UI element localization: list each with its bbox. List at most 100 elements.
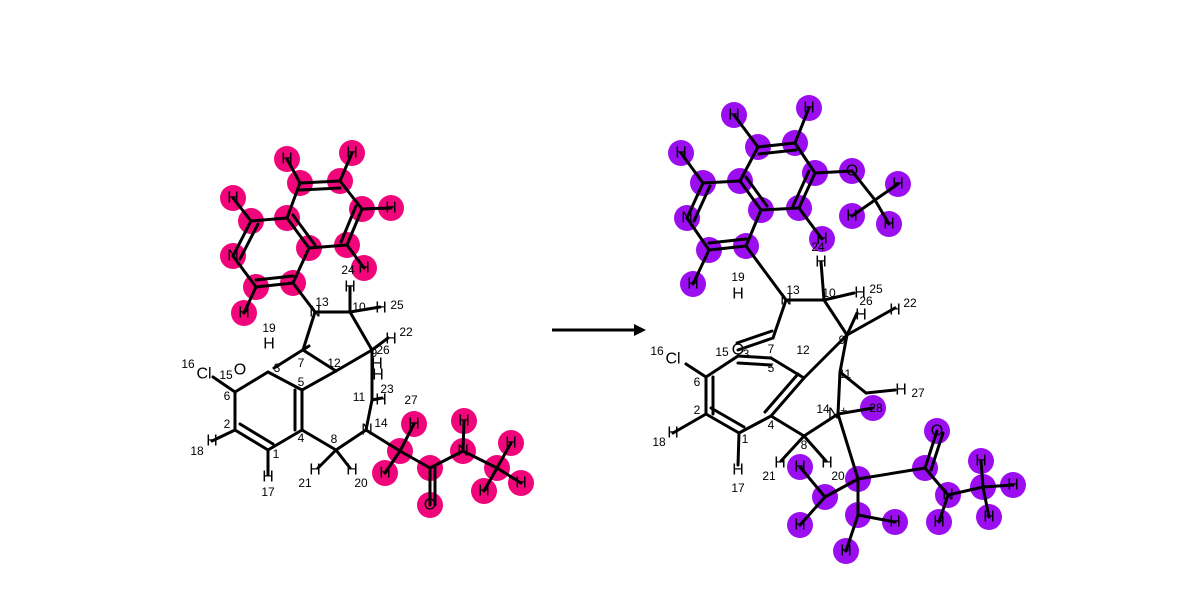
product-bond — [856, 513, 897, 524]
reactant-atom-index: 10 — [352, 300, 366, 314]
reactant-bond — [231, 196, 253, 223]
product-atom-index: 1 — [742, 432, 749, 446]
product-atom-index: 6 — [694, 375, 701, 389]
product-atom-label: N — [942, 487, 954, 504]
product-atom-label: N — [681, 210, 693, 227]
product-atom-label: H — [821, 455, 833, 472]
reactant-bond — [266, 370, 304, 392]
product-bond — [756, 141, 797, 149]
product-atom-label: H — [895, 382, 907, 399]
product-bond — [856, 466, 927, 481]
product-bond — [737, 414, 773, 435]
reactant-bond — [338, 151, 354, 183]
reactant-atom-label: O — [424, 497, 436, 514]
product-atom-label: H — [889, 302, 901, 319]
reactant-double-bond — [339, 204, 358, 244]
product-bond — [736, 336, 775, 352]
reactant-bond — [242, 285, 258, 315]
product-atom-label: Cl — [665, 351, 680, 368]
reactant-bond — [338, 179, 364, 211]
reactant-atom-index: 1 — [273, 447, 280, 461]
reactant-atom-label: H — [263, 336, 275, 353]
reactant-bond — [348, 305, 382, 314]
product-bond — [738, 179, 763, 212]
product-bond — [823, 477, 860, 499]
product-bond — [873, 198, 891, 226]
reactant-atom-index: 24 — [341, 263, 355, 277]
product-bond — [850, 198, 877, 218]
reactant-bond — [300, 369, 338, 392]
reactant-bond — [291, 246, 311, 285]
reactant-atom-index: 12 — [327, 356, 341, 370]
reactant-atom-index: 13 — [315, 295, 329, 309]
reactant-atom-index: 20 — [354, 476, 368, 490]
reactant-bond — [231, 254, 258, 289]
product-bond — [679, 151, 705, 185]
reactant-bond — [360, 206, 393, 211]
reactant-bond — [301, 310, 317, 352]
product-atom-label: H — [883, 216, 895, 233]
reactant-atom-label: H — [346, 145, 358, 162]
product-atom-index: 15 — [715, 345, 729, 359]
reactant-atom-label: H — [505, 435, 517, 452]
reactant-bond — [233, 428, 270, 452]
reactant-atom-label: H — [408, 416, 420, 433]
reactant-bond — [495, 466, 523, 485]
product-bond — [744, 208, 763, 248]
product-atom-label: N — [780, 292, 792, 309]
reactant-bond — [233, 370, 270, 394]
product-atom-index: 25 — [869, 282, 883, 296]
reactant-atom-index: 21 — [298, 476, 312, 490]
product-atom-label: O — [931, 423, 943, 440]
product-bond — [923, 429, 939, 470]
product-double-bond — [709, 406, 746, 429]
product-bond — [802, 434, 828, 463]
reactant-atom-index: 7 — [298, 356, 305, 370]
reactant-bond — [461, 449, 499, 470]
product-atom-label: H — [933, 514, 945, 531]
product-bond — [836, 412, 860, 481]
product-atom-label: H — [774, 455, 786, 472]
reactant-bond — [482, 466, 499, 493]
reactant-atom-index: 4 — [298, 431, 305, 445]
product-atom-index: 16 — [650, 344, 664, 358]
reactant-bond — [334, 448, 352, 470]
product-bond — [793, 141, 817, 175]
product-atom-label: H — [667, 425, 679, 442]
product-bond — [769, 414, 806, 438]
product-bond — [981, 485, 991, 519]
product-bond — [981, 483, 1015, 489]
reaction-arrow — [552, 324, 646, 336]
product-double-bond — [929, 431, 945, 472]
product-bond — [845, 311, 859, 337]
reactant-double-bond — [238, 222, 260, 261]
product-bond — [707, 244, 748, 252]
reactant-bond — [316, 448, 338, 470]
reactant-atom-index: 8 — [331, 432, 338, 446]
product-bond — [685, 216, 711, 252]
product-bond — [685, 181, 705, 220]
reactant-atom-label: H — [346, 462, 358, 479]
reactant-atom-index: 6 — [224, 389, 231, 403]
product-atom-index: 12 — [796, 343, 810, 357]
product-double-bond — [744, 175, 769, 208]
product-atom-index: 8 — [801, 438, 808, 452]
reactant-double-bond — [238, 422, 275, 446]
product-bond — [704, 354, 740, 379]
product-atom-index: 27 — [911, 386, 925, 400]
reactant-bond — [285, 157, 302, 185]
reactant-bond — [211, 375, 237, 394]
product-atom-label: H — [854, 285, 866, 302]
reactant-bond — [231, 219, 253, 258]
product-bond — [797, 171, 817, 210]
product-atom-label: O — [846, 163, 858, 180]
product-bond — [771, 298, 788, 340]
reactant-atom-index: 19 — [262, 321, 276, 335]
product-atom-label: H — [840, 543, 852, 560]
product-bond — [798, 495, 827, 527]
reactant-atom-index: 9 — [371, 346, 378, 360]
product-atom-index: 22 — [903, 296, 917, 310]
product-bond — [732, 113, 760, 149]
reactant-bond — [345, 243, 366, 270]
